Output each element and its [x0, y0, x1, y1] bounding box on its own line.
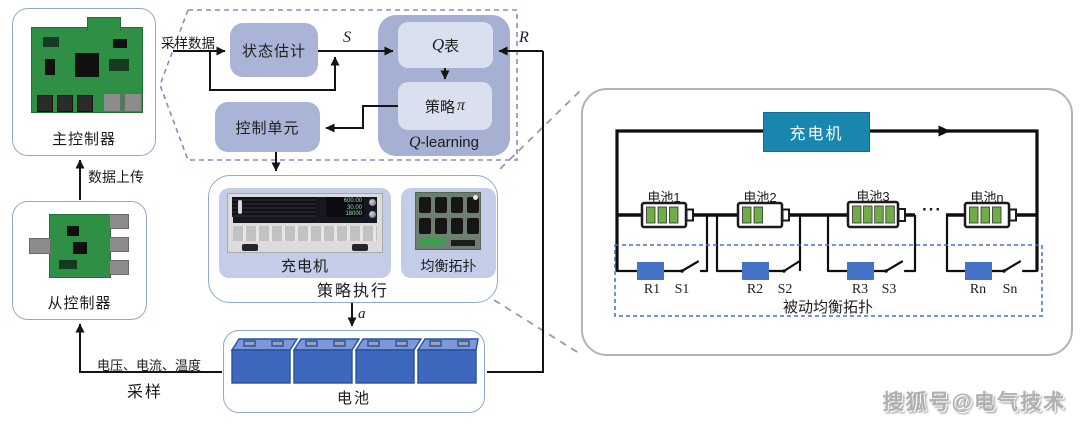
watermark: 搜狐号@电气技术: [882, 391, 1066, 414]
state-symbol: S: [343, 29, 351, 46]
q-table-q: Q: [431, 35, 445, 54]
strategy-execution-label: 策略执行: [316, 283, 389, 300]
passive-topology-label: 被动均衡拓扑: [783, 299, 874, 316]
state-estimation-box: 状态估计: [230, 23, 318, 77]
sampling-label: 采样: [127, 384, 164, 401]
resistor-1-label: R1: [643, 282, 661, 297]
resistor-2-label: R2: [746, 282, 764, 297]
control-unit-box: 控制单元: [215, 102, 320, 152]
cell-1-label: 电池1: [647, 190, 681, 205]
main-controller-pcb-image: [31, 15, 143, 127]
slave-controller-pcb-image: [29, 212, 133, 284]
switch-1-label: S1: [674, 282, 690, 297]
policy-pi: π: [457, 97, 466, 114]
battery-block: 电池: [223, 330, 485, 413]
data-upload-label: 数据上传: [88, 169, 144, 185]
charger-label: 充电机: [280, 258, 329, 275]
cell-2-label: 电池2: [743, 190, 777, 205]
sampled-data-label: 采样数据: [161, 36, 215, 51]
action-symbol: a: [358, 306, 366, 322]
policy-prefix: 策略: [424, 98, 455, 116]
strategy-execution-block: 600.00 30.00 18000 充电机: [208, 175, 498, 303]
switch-3-label: S3: [881, 282, 897, 297]
charger-sub-block: 600.00 30.00 18000 充电机: [219, 188, 391, 278]
resistor-n-label: Rn: [969, 282, 987, 297]
charger-display: 600.00 30.00 18000: [326, 197, 364, 217]
cell-n-label: 电池n: [970, 190, 1004, 205]
resistor-3-label: R3: [851, 282, 869, 297]
topology-pcb-image: [415, 192, 481, 252]
series-continuation-dots: ···: [922, 200, 942, 219]
main-controller-label: 主控制器: [51, 131, 116, 148]
switch-2-label: S2: [777, 282, 793, 297]
sense-signals-label: 电压、电流、温度: [97, 358, 202, 373]
slave-controller-box: 从控制器: [12, 201, 147, 320]
reward-symbol: R: [519, 29, 529, 46]
cell-3-label: 电池3: [856, 189, 890, 204]
main-controller-box: 主控制器: [12, 8, 156, 156]
q-learning-label: Q-learning: [409, 134, 479, 151]
q-table-suffix: 表: [444, 37, 460, 55]
switch-n-label: Sn: [1002, 282, 1018, 297]
charger-device-image: 600.00 30.00 18000: [227, 193, 383, 253]
panel-charger-box: 充电机: [763, 112, 870, 152]
topology-label: 均衡拓扑: [420, 258, 477, 274]
battery-modules-image: [230, 338, 479, 384]
topology-sub-block: 均衡拓扑: [401, 188, 496, 278]
slave-controller-label: 从控制器: [47, 295, 112, 312]
battery-label: 电池: [336, 390, 371, 407]
